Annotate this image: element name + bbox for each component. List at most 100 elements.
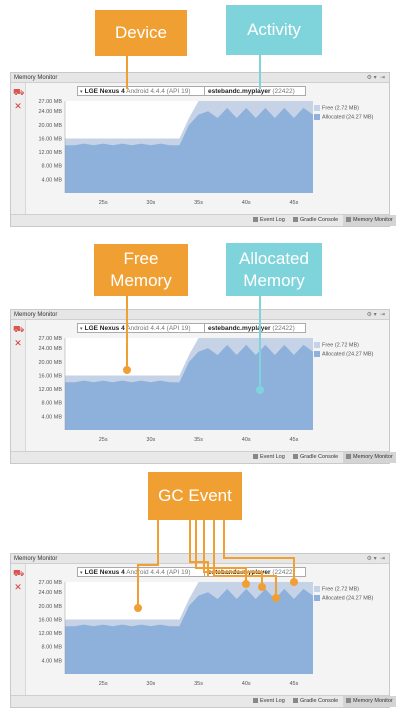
close-icon[interactable]: ✕ (14, 338, 22, 348)
panel-title: Memory Monitor (14, 312, 58, 318)
gc-event-callout-label: GC Event (158, 486, 232, 505)
device-callout-label: Device (115, 23, 167, 42)
memory-monitor-label: Memory Monitor (353, 698, 393, 704)
gc-event-marker (242, 580, 250, 588)
device-name: LGE Nexus 4 (84, 88, 125, 95)
event-log-label: Event Log (260, 698, 285, 704)
gradle-console-tab[interactable]: Gradle Console (293, 215, 338, 226)
legend-allocated: Allocated (24.27 MB) (314, 351, 373, 357)
x-tick-label: 35s (194, 681, 203, 687)
memory-monitor-tab[interactable]: Memory Monitor (343, 215, 396, 226)
legend-free: Free (2.72 MB) (314, 105, 359, 111)
legend-allocated-swatch (314, 351, 320, 357)
legend-free-swatch (314, 586, 320, 592)
y-tick-label: 4.00 MB (42, 414, 63, 420)
gear-icon[interactable]: ⚙ ▾ ⇥ (366, 312, 385, 318)
device-version: Android 4.4.4 (API 19) (126, 88, 191, 95)
allocated-series-area (65, 107, 313, 193)
x-tick-label: 30s (146, 681, 155, 687)
process-pid: (22422) (272, 88, 295, 95)
process-dropdown[interactable]: estebandc.myplayer (22422) (204, 86, 306, 96)
x-tick-label: 45s (289, 437, 298, 443)
process-pid: (22422) (272, 569, 295, 576)
gradle-icon (293, 698, 298, 704)
memory-monitor-panel: Memory Monitor ⚙ ▾ ⇥ ⛟ ✕ ▾ LGE Nexus 4 A… (10, 553, 396, 708)
process-dropdown[interactable]: estebandc.myplayer (22422) (204, 323, 306, 333)
gear-icon[interactable]: ⚙ ▾ ⇥ (366, 75, 385, 81)
memory-monitor-panel: Memory Monitor ⚙ ▾ ⇥ ⛟ ✕ ▾ LGE Nexus 4 A… (10, 72, 396, 227)
event-log-icon (253, 454, 258, 460)
allocated-memory-marker (256, 386, 264, 394)
memory-monitor-tab[interactable]: Memory Monitor (343, 696, 396, 707)
gradle-console-label: Gradle Console (300, 217, 339, 223)
gradle-icon (293, 454, 298, 460)
y-tick-label: 27.00 MB (38, 336, 62, 342)
free-memory-marker (123, 366, 131, 374)
x-tick-label: 25s (99, 437, 108, 443)
event-log-icon (253, 698, 258, 704)
legend-free-label: Free (2.72 MB) (322, 105, 359, 112)
process-name: estebandc.myplayer (208, 88, 271, 95)
allocated-memory-callout: Allocated Memory (226, 243, 322, 296)
memory-monitor-panel: Memory Monitor ⚙ ▾ ⇥ ⛟ ✕ ▾ LGE Nexus 4 A… (10, 309, 396, 464)
gradle-console-tab[interactable]: Gradle Console (293, 452, 338, 463)
y-tick-label: 8.00 MB (42, 164, 63, 170)
device-leader-line (126, 56, 128, 89)
device-version: Android 4.4.4 (API 19) (126, 325, 191, 332)
x-tick-label: 30s (146, 200, 155, 206)
y-tick-label: 16.00 MB (38, 617, 62, 623)
x-tick-label: 35s (194, 200, 203, 206)
event-log-tab[interactable]: Event Log (253, 452, 285, 463)
event-log-tab[interactable]: Event Log (253, 696, 285, 707)
gradle-console-label: Gradle Console (300, 698, 339, 704)
status-bar: Event Log Gradle Console Memory Monitor (11, 214, 396, 226)
allocated-memory-callout-label: Allocated Memory (239, 248, 309, 290)
activity-leader-line (259, 55, 261, 89)
panel-title-bar: Memory Monitor ⚙ ▾ ⇥ (11, 310, 389, 320)
allocated-memory-leader-line (259, 296, 261, 388)
legend-free-swatch (314, 105, 320, 111)
x-tick-label: 40s (242, 200, 251, 206)
gc-event-marker (134, 604, 142, 612)
gradle-icon (293, 217, 298, 223)
legend-allocated-label: Allocated (24.27 MB) (322, 351, 374, 358)
activity-callout-label: Activity (247, 20, 301, 39)
x-tick-label: 35s (194, 437, 203, 443)
x-tick-label: 40s (242, 681, 251, 687)
legend-free: Free (2.72 MB) (314, 586, 359, 592)
x-tick-label: 45s (289, 200, 298, 206)
y-tick-label: 12.00 MB (38, 150, 62, 156)
close-icon[interactable]: ✕ (14, 101, 22, 111)
y-tick-label: 24.00 MB (38, 346, 62, 352)
device-name: LGE Nexus 4 (84, 569, 125, 576)
chevron-down-icon: ▾ (80, 89, 83, 95)
y-tick-label: 4.00 MB (42, 177, 63, 183)
memory-monitor-tab[interactable]: Memory Monitor (343, 452, 396, 463)
process-pid: (22422) (272, 325, 295, 332)
panel-toolbar: ⛟ ✕ (11, 83, 26, 214)
legend-allocated-label: Allocated (24.27 MB) (322, 595, 374, 602)
gc-event-marker (290, 578, 298, 586)
legend-free-swatch (314, 342, 320, 348)
y-tick-label: 8.00 MB (42, 401, 63, 407)
gear-icon[interactable]: ⚙ ▾ ⇥ (366, 556, 385, 562)
memory-monitor-icon (346, 217, 351, 223)
y-tick-label: 4.00 MB (42, 658, 63, 664)
y-tick-label: 20.00 MB (38, 123, 62, 129)
device-callout: Device (95, 10, 187, 56)
close-icon[interactable]: ✕ (14, 582, 22, 592)
gc-button-icon[interactable]: ⛟ (13, 568, 25, 578)
legend-allocated-swatch (314, 114, 320, 120)
gradle-console-tab[interactable]: Gradle Console (293, 696, 338, 707)
panel-title: Memory Monitor (14, 556, 58, 562)
gc-button-icon[interactable]: ⛟ (13, 324, 25, 334)
y-tick-label: 27.00 MB (38, 99, 62, 105)
event-log-tab[interactable]: Event Log (253, 215, 285, 226)
gc-button-icon[interactable]: ⛟ (13, 87, 25, 97)
x-tick-label: 45s (289, 681, 298, 687)
legend-allocated-swatch (314, 595, 320, 601)
y-tick-label: 12.00 MB (38, 631, 62, 637)
